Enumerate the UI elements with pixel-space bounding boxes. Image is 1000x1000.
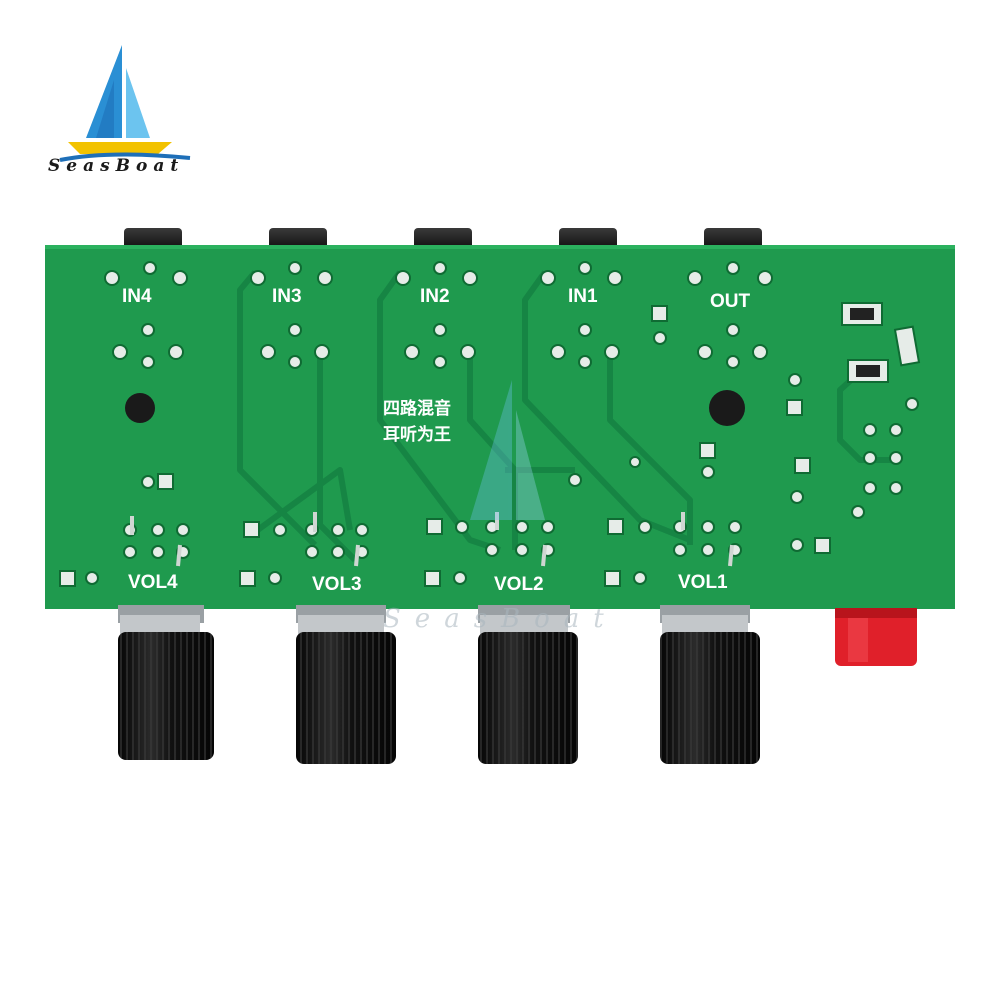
square-pads: [59, 305, 831, 587]
label-in1: IN1: [568, 286, 598, 307]
board-title-line1: 四路混音: [383, 398, 451, 419]
label-in4: IN4: [122, 286, 152, 307]
jack-in3: [269, 228, 327, 250]
mounting-holes: [125, 390, 745, 426]
jack-out: [704, 228, 762, 250]
logo-text: SeasBoat: [48, 156, 185, 176]
label-vol3: VOL3: [312, 574, 362, 595]
label-in2: IN2: [420, 286, 450, 307]
label-vol4: VOL4: [128, 572, 178, 593]
volume-knob-1[interactable]: [660, 605, 760, 764]
board-title-line2: 耳听为王: [383, 424, 451, 445]
label-vol1: VOL1: [678, 572, 728, 593]
pot-legs: [130, 512, 734, 567]
sailboat-icon: [59, 45, 191, 162]
audio-jacks: [124, 228, 762, 250]
label-out: OUT: [710, 291, 751, 312]
label-vol2: VOL2: [494, 574, 544, 595]
watermark-text: SeasBoat: [383, 604, 618, 634]
jack-in1: [559, 228, 617, 250]
jack-in2: [414, 228, 472, 250]
volume-knob-4[interactable]: [118, 605, 214, 760]
seasboat-logo: [59, 45, 191, 162]
jack-in4: [124, 228, 182, 250]
watermark-sailboat-icon: [470, 380, 545, 520]
volume-knob-3[interactable]: [296, 605, 396, 764]
label-in3: IN3: [272, 286, 302, 307]
red-dc-socket: [835, 608, 917, 666]
volume-knob-2[interactable]: [478, 605, 578, 764]
smd-capacitor: [893, 325, 921, 367]
